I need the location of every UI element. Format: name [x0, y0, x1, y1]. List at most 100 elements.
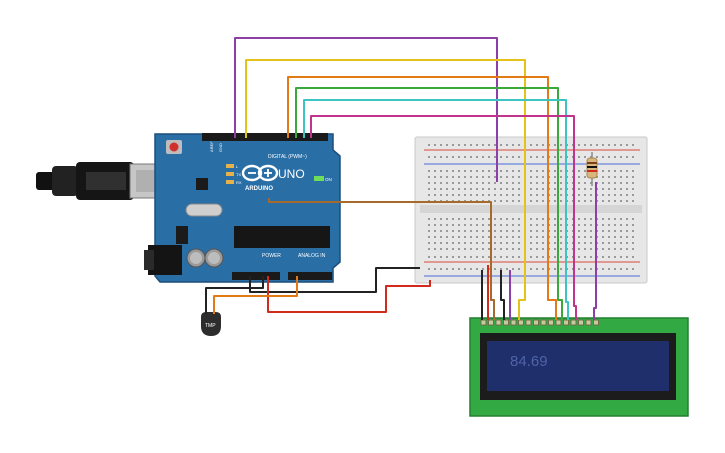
breadboard-hole: [470, 156, 472, 158]
breadboard-hole: [560, 256, 562, 258]
breadboard-hole: [602, 230, 604, 232]
breadboard-hole: [560, 242, 562, 244]
breadboard-hole: [578, 256, 580, 258]
breadboard-hole: [488, 224, 490, 226]
breadboard-hole: [542, 256, 544, 258]
breadboard-hole: [482, 256, 484, 258]
breadboard-hole: [542, 236, 544, 238]
usb-cable: [36, 162, 173, 200]
breadboard-hole: [512, 230, 514, 232]
breadboard-hole: [500, 218, 502, 220]
lcd-pin-pad: [555, 319, 562, 326]
breadboard-hole: [554, 224, 556, 226]
breadboard-hole: [452, 256, 454, 258]
lcd-pin-pad: [578, 319, 584, 326]
breadboard-hole: [542, 218, 544, 220]
breadboard-hole: [500, 236, 502, 238]
breadboard-hole: [530, 218, 532, 220]
breadboard-hole: [440, 188, 442, 190]
breadboard-hole: [620, 248, 622, 250]
breadboard-hole: [494, 182, 496, 184]
breadboard-hole: [452, 268, 454, 270]
breadboard-hole: [536, 218, 538, 220]
breadboard-hole: [554, 156, 556, 158]
breadboard-hole: [512, 170, 514, 172]
breadboard-hole: [590, 182, 592, 184]
breadboard-hole: [614, 170, 616, 172]
breadboard-hole: [536, 170, 538, 172]
arduino-tx-label: TX: [236, 172, 241, 177]
arduino-power-label: POWER: [262, 253, 281, 259]
breadboard-hole: [458, 236, 460, 238]
breadboard-hole: [518, 268, 520, 270]
breadboard-hole: [518, 188, 520, 190]
breadboard-hole: [440, 182, 442, 184]
breadboard-hole: [482, 230, 484, 232]
breadboard-hole: [536, 144, 538, 146]
breadboard-hole: [602, 182, 604, 184]
breadboard-hole: [578, 230, 580, 232]
breadboard-hole: [554, 176, 556, 178]
breadboard-hole: [428, 242, 430, 244]
breadboard-hole: [632, 218, 634, 220]
breadboard-hole: [446, 194, 448, 196]
wire-black-gnd: [249, 267, 420, 293]
breadboard-hole: [554, 144, 556, 146]
breadboard-hole: [458, 176, 460, 178]
breadboard-hole: [590, 188, 592, 190]
breadboard-hole: [458, 242, 460, 244]
breadboard-hole: [560, 224, 562, 226]
breadboard-hole: [632, 144, 634, 146]
breadboard-hole: [476, 170, 478, 172]
breadboard-hole: [620, 268, 622, 270]
breadboard-hole: [506, 218, 508, 220]
breadboard-hole: [488, 256, 490, 258]
breadboard-hole: [542, 224, 544, 226]
breadboard-hole: [536, 194, 538, 196]
breadboard-hole: [560, 188, 562, 190]
breadboard-hole: [476, 188, 478, 190]
breadboard-hole: [590, 256, 592, 258]
breadboard-hole: [578, 176, 580, 178]
breadboard-hole: [632, 248, 634, 250]
breadboard-hole: [584, 182, 586, 184]
breadboard-hole: [584, 230, 586, 232]
breadboard-hole: [476, 156, 478, 158]
breadboard-hole: [470, 194, 472, 196]
breadboard-hole: [536, 224, 538, 226]
breadboard-hole: [590, 230, 592, 232]
breadboard-hole: [614, 256, 616, 258]
breadboard-hole: [614, 182, 616, 184]
breadboard-hole: [596, 156, 598, 158]
breadboard-hole: [554, 248, 556, 250]
breadboard-hole: [452, 188, 454, 190]
breadboard-hole: [632, 242, 634, 244]
breadboard-hole: [464, 144, 466, 146]
breadboard-hole: [602, 248, 604, 250]
breadboard-hole: [518, 176, 520, 178]
breadboard-hole: [470, 256, 472, 258]
breadboard-hole: [626, 224, 628, 226]
breadboard-hole: [536, 188, 538, 190]
breadboard-hole: [512, 156, 514, 158]
breadboard-hole: [464, 224, 466, 226]
breadboard-hole: [518, 144, 520, 146]
lcd-pin-pad: [480, 319, 487, 326]
breadboard-hole: [428, 218, 430, 220]
breadboard-hole: [428, 188, 430, 190]
breadboard-hole: [482, 170, 484, 172]
breadboard-hole: [482, 236, 484, 238]
breadboard-hole: [608, 268, 610, 270]
lcd-pin-pad: [563, 319, 569, 326]
breadboard-hole: [476, 248, 478, 250]
breadboard-hole: [512, 256, 514, 258]
breadboard-hole: [506, 182, 508, 184]
breadboard-hole: [530, 170, 532, 172]
breadboard-hole: [578, 200, 580, 202]
breadboard-hole: [620, 176, 622, 178]
breadboard-hole: [602, 194, 604, 196]
breadboard-hole: [536, 230, 538, 232]
breadboard-hole: [518, 236, 520, 238]
arduino-logo-text: ARDUINO: [245, 186, 273, 192]
breadboard-hole: [470, 242, 472, 244]
